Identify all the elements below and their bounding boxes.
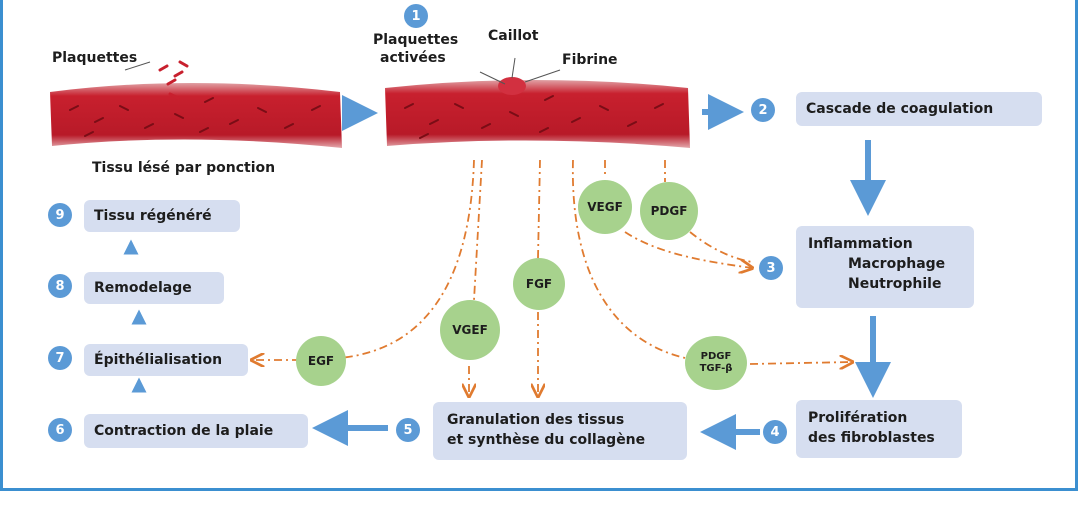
step-6-label: Contraction de la plaie [94, 423, 274, 439]
tissue-strip-injured [50, 60, 342, 148]
factor-pdgf-tgf-line1: PDGF [700, 351, 732, 362]
step-6-box: Contraction de la plaie [84, 414, 308, 448]
step-3-box: Inflammation Macrophage Neutrophile [796, 226, 974, 308]
label-plaquettes-activees-line2: activées [380, 50, 446, 66]
step-7-label: Épithélialisation [94, 352, 223, 368]
step-4-box: Prolifération des fibroblastes [796, 400, 962, 458]
step-8-box: Remodelage [84, 272, 224, 304]
tissue-strip-activated [385, 77, 690, 148]
step-2-badge: 2 [751, 98, 775, 122]
label-plaquettes: Plaquettes [52, 50, 138, 66]
step-2-label: Cascade de coagulation [806, 101, 994, 117]
label-fibrine: Fibrine [562, 52, 618, 68]
step-5-badge: 5 [396, 418, 420, 442]
step-5-line2: et synthèse du collagène [447, 432, 646, 448]
small-arrows [123, 239, 147, 393]
step-7-box: Épithélialisation [84, 344, 248, 376]
label-pointers [124, 57, 561, 85]
factor-fgf: FGF [513, 258, 565, 310]
step-8-badge: 8 [48, 274, 72, 298]
factor-pdgf-tgf: PDGF TGF-β [685, 336, 747, 390]
step-3-line1: Inflammation [808, 236, 913, 252]
step-1-badge: 1 [404, 4, 428, 28]
flow-arrows [312, 94, 891, 450]
step-5-box: Granulation des tissus et synthèse du co… [433, 402, 687, 460]
label-plaquettes-activees-line1: Plaquettes [373, 32, 459, 48]
growth-factor-paths [252, 159, 852, 396]
step-4-line1: Prolifération [808, 410, 908, 426]
label-caillot: Caillot [488, 28, 539, 44]
factor-pdgf-tgf-line2: TGF-β [699, 363, 733, 374]
factor-egf: EGF [296, 336, 346, 386]
factor-vegf: VEGF [578, 180, 632, 234]
step-7-badge: 7 [48, 346, 72, 370]
step-9-badge: 9 [48, 203, 72, 227]
step-9-label: Tissu régénéré [94, 208, 212, 224]
step-5-line1: Granulation des tissus [447, 412, 625, 428]
step-6-badge: 6 [48, 418, 72, 442]
step-2-box: Cascade de coagulation [796, 92, 1042, 126]
factor-pdgf: PDGF [640, 182, 698, 240]
step-4-line2: des fibroblastes [808, 430, 935, 446]
step-9-box: Tissu régénéré [84, 200, 240, 232]
step-3-line2: Macrophage [848, 256, 946, 272]
label-tissu-lese: Tissu lésé par ponction [92, 160, 276, 176]
step-4-badge: 4 [763, 420, 787, 444]
factor-vgef: VGEF [440, 300, 500, 360]
step-3-line3: Neutrophile [848, 276, 942, 292]
step-3-badge: 3 [759, 256, 783, 280]
step-8-label: Remodelage [94, 280, 192, 296]
